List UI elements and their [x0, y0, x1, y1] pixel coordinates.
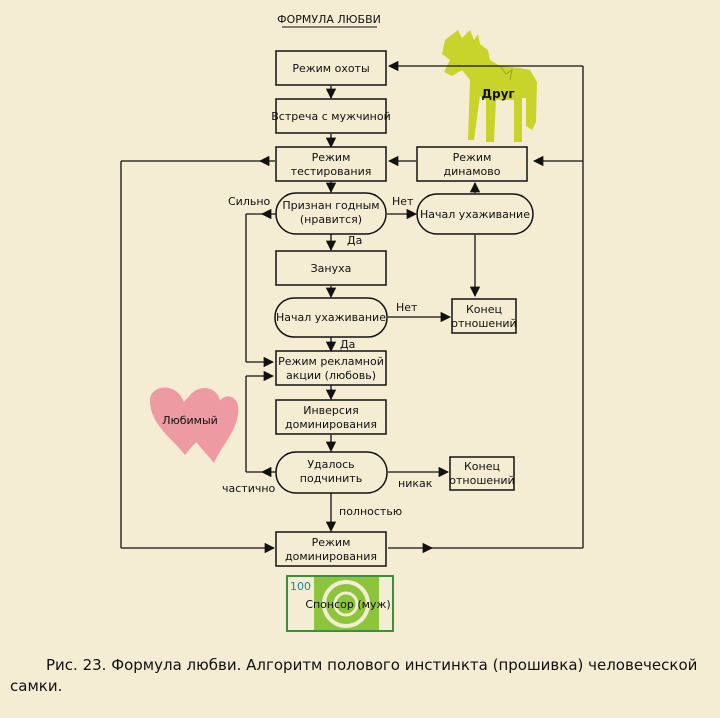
node-end1: Конец отношений: [451, 298, 517, 334]
svg-text:акции (любовь): акции (любовь): [286, 369, 376, 382]
edge-label-strongly: Сильно: [228, 195, 271, 208]
edge-label-yes1: Да: [347, 234, 362, 247]
diagram-title: ФОРМУЛА ЛЮБВИ: [277, 13, 381, 26]
svg-text:Инверсия: Инверсия: [303, 404, 358, 417]
edge-label-no1: Нет: [392, 195, 414, 208]
sponsor-coin-icon: [322, 580, 370, 628]
svg-text:Конец: Конец: [466, 303, 502, 316]
svg-text:Режим рекламной: Режим рекламной: [278, 355, 384, 368]
svg-text:Режим охоты: Режим охоты: [292, 62, 369, 75]
edge-label-partially: частично: [222, 482, 276, 495]
node-lure: Зануха: [275, 250, 387, 286]
node-inversion: Инверсия доминирования: [275, 399, 387, 435]
edge-label-no2: Нет: [396, 301, 418, 314]
svg-text:Конец: Конец: [464, 460, 500, 473]
svg-text:Удалось: Удалось: [307, 458, 354, 471]
connectors: [120, 60, 584, 554]
svg-text:динамово: динамово: [444, 165, 501, 178]
beloved-label: Любимый: [162, 414, 218, 427]
node-test: Режим тестирования: [275, 146, 387, 182]
sponsor-label: Спонсор (муж): [305, 598, 390, 611]
edge-label-fully: полностью: [339, 505, 402, 518]
svg-text:доминирования: доминирования: [285, 550, 377, 563]
sponsor-badge: 100 Спонсор (муж): [286, 575, 394, 632]
svg-text:Встреча с мужчиной: Встреча с мужчиной: [271, 110, 390, 123]
svg-text:подчинить: подчинить: [300, 472, 362, 485]
svg-text:тестирования: тестирования: [291, 165, 372, 178]
svg-text:Режим: Режим: [312, 536, 351, 549]
svg-text:Зануха: Зануха: [311, 262, 352, 275]
node-court-right: Начал ухаживание: [416, 193, 534, 235]
node-ad: Режим рекламной акции (любовь): [275, 350, 387, 386]
node-court: Начал ухаживание: [274, 297, 388, 338]
node-meet: Встреча с мужчиной: [271, 98, 391, 134]
edge-label-never: никак: [398, 477, 433, 490]
svg-text:доминирования: доминирования: [285, 418, 377, 431]
edge-label-yes2: Да: [340, 338, 355, 351]
svg-text:отношений: отношений: [451, 317, 516, 330]
figure-caption: Рис. 23. Формула любви. Алгоритм половог…: [10, 656, 698, 695]
svg-text:Начал ухаживание: Начал ухаживание: [276, 311, 386, 324]
donkey-friend-icon: Друг: [442, 30, 537, 142]
friend-label: Друг: [481, 87, 514, 101]
node-end2: Конец отношений: [449, 456, 515, 491]
svg-text:Признан годным: Признан годным: [282, 199, 379, 212]
svg-text:Начал ухаживание: Начал ухаживание: [420, 208, 530, 221]
svg-text:Режим: Режим: [453, 151, 492, 164]
node-dynamo: Режим динамово: [416, 146, 528, 182]
node-dominance: Режим доминирования: [275, 531, 387, 567]
sponsor-value: 100: [290, 580, 311, 593]
svg-text:(нравится): (нравится): [300, 213, 362, 226]
node-fit: Признан годным (нравится): [275, 192, 387, 235]
svg-text:отношений: отношений: [449, 474, 514, 487]
node-subdue: Удалось подчинить: [275, 451, 388, 494]
svg-text:Режим: Режим: [312, 151, 351, 164]
node-hunt: Режим охоты: [275, 50, 387, 86]
heart-beloved-icon: Любимый: [150, 387, 239, 463]
